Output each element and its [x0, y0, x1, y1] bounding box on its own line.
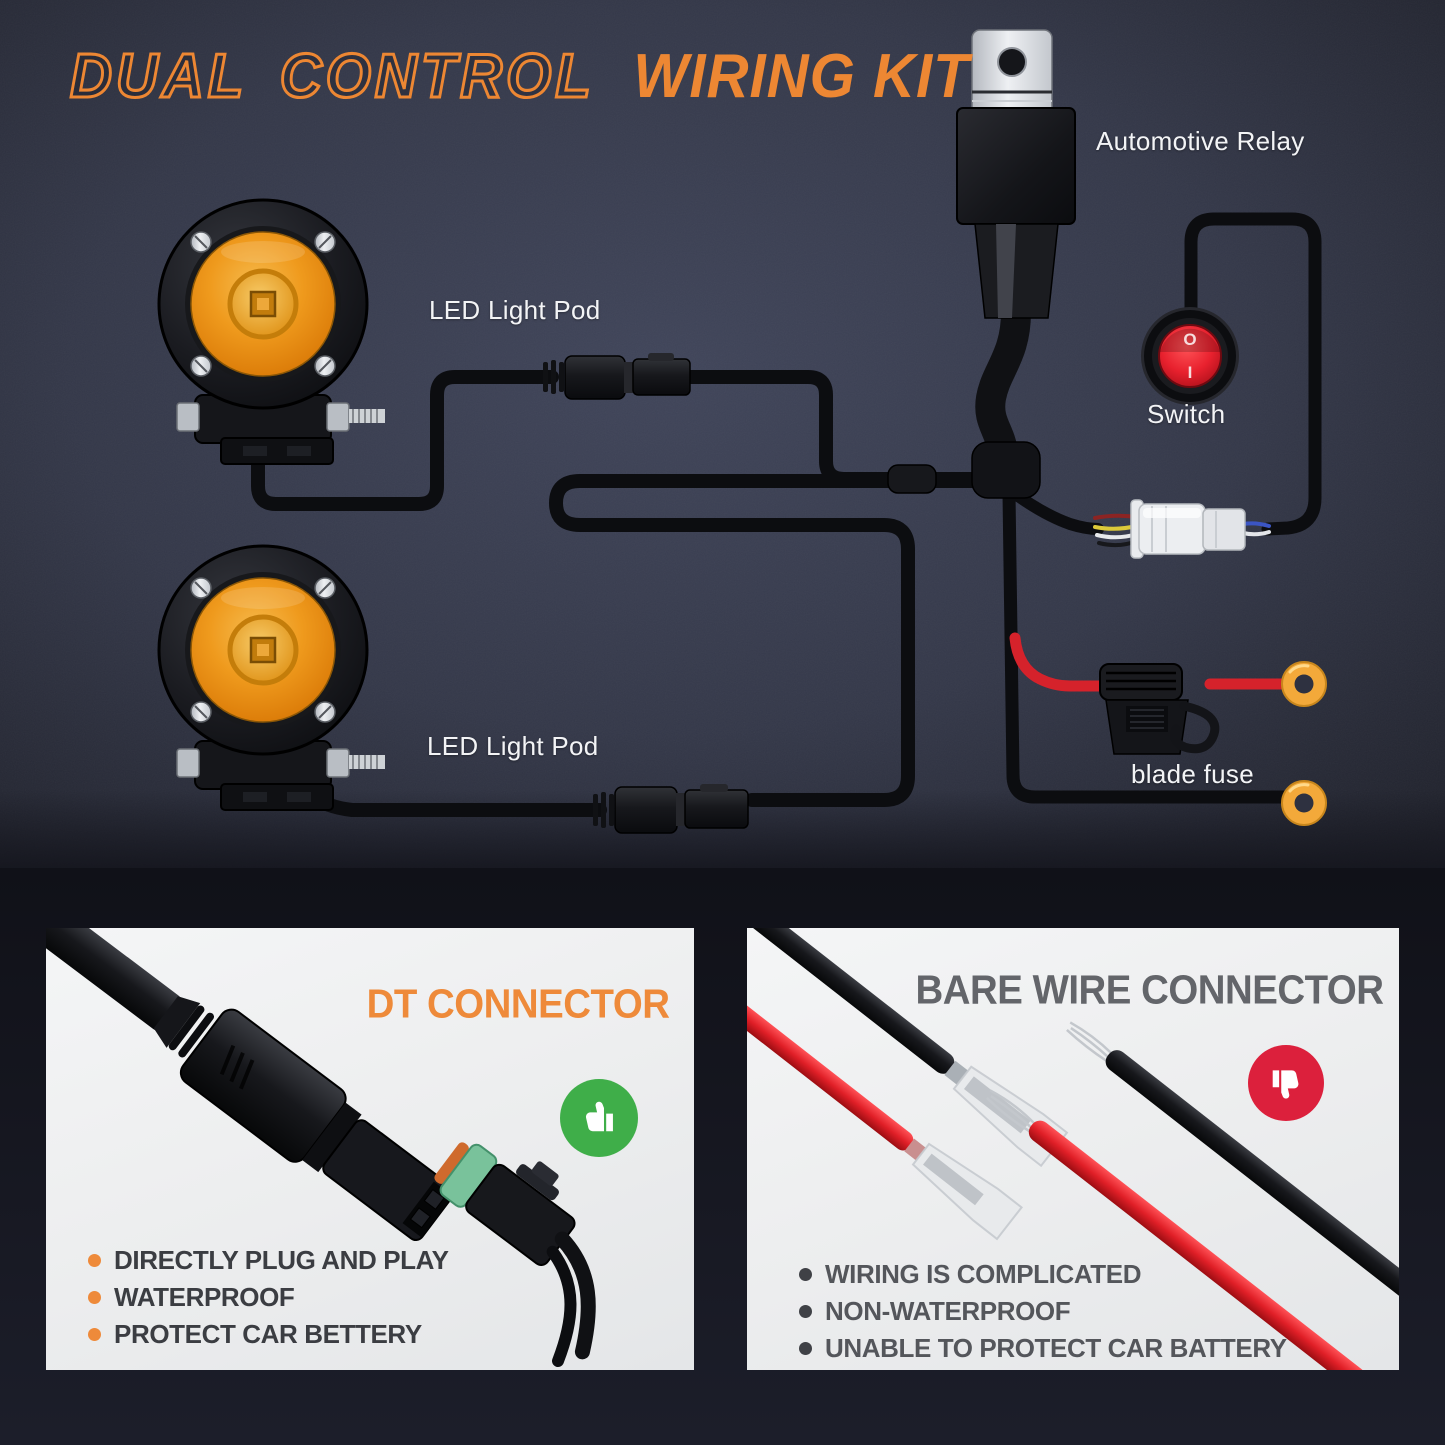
switch-on-marking: I [1188, 363, 1193, 382]
headline-solid-text: WIRING KIT [633, 40, 970, 111]
thumbs-down-icon [1248, 1045, 1324, 1121]
bullet-text: NON-WATERPROOF [825, 1296, 1071, 1326]
wire-loop-pod2 [549, 474, 993, 807]
bare-wire-art [747, 928, 1399, 1370]
inline-connector-top [543, 353, 691, 400]
relay-label: Automotive Relay [1096, 126, 1305, 156]
inline-connector-bottom [593, 784, 749, 834]
wire-switch-loop [1184, 212, 1322, 536]
bare-red-wire [986, 1089, 1366, 1370]
bullet-text: WIRING IS COMPLICATED [825, 1259, 1142, 1289]
mount-screw [349, 409, 385, 423]
automotive-relay [956, 29, 1076, 499]
ring-terminal-ground [1281, 780, 1327, 826]
rocker-switch: O I [1141, 307, 1239, 405]
dt-panel-title: DT CONNECTOR [366, 982, 669, 1027]
ring-terminal-positive [1281, 661, 1327, 707]
wire-ground [1002, 487, 1291, 804]
mount-screw [349, 755, 385, 769]
led-pod-top [157, 198, 385, 465]
bullet-text: WATERPROOF [114, 1282, 295, 1312]
wire-relay-to-connector [1004, 484, 1104, 535]
bullet-dot-icon [799, 1268, 812, 1281]
list-item: NON-WATERPROOF [799, 1293, 1287, 1330]
bare-black-wire [1066, 1021, 1399, 1306]
dt-connector-panel: DT CONNECTOR DIRECTLY PLUG AND PLAY WATE… [46, 928, 694, 1370]
led-pod-top-label: LED Light Pod [429, 295, 601, 325]
dt-bullet-list: DIRECTLY PLUG AND PLAY WATERPROOF PROTEC… [88, 1242, 449, 1353]
red-wire-spade [747, 983, 1024, 1241]
bare-bullet-list: WIRING IS COMPLICATED NON-WATERPROOF UNA… [799, 1256, 1287, 1367]
bullet-text: DIRECTLY PLUG AND PLAY [114, 1245, 449, 1275]
bullet-dot-icon [799, 1305, 812, 1318]
wiring-diagram: O I [0, 0, 1445, 880]
led-pod-bottom [157, 544, 385, 811]
relay-cable [975, 297, 1031, 467]
dt-female-connector [434, 1142, 596, 1367]
bullet-dot-icon [88, 1291, 101, 1304]
wire-harness [251, 212, 1322, 817]
bare-wire-panel: BARE WIRE CONNECTOR WIRING IS COMPLICATE… [747, 928, 1399, 1370]
switch-off-marking: O [1183, 330, 1196, 349]
bullet-text: UNABLE TO PROTECT CAR BATTERY [825, 1333, 1287, 1363]
list-item: WATERPROOF [88, 1279, 449, 1316]
switch-label: Switch [1147, 399, 1226, 429]
blade-fuse-label: blade fuse [1131, 759, 1254, 789]
dt-connector-art [46, 928, 596, 1367]
list-item: PROTECT CAR BETTERY [88, 1316, 449, 1353]
wire-pod1 [251, 370, 559, 511]
bullet-dot-icon [799, 1342, 812, 1355]
bullet-dot-icon [88, 1254, 101, 1267]
bullet-text: PROTECT CAR BETTERY [114, 1319, 422, 1349]
list-item: WIRING IS COMPLICATED [799, 1256, 1287, 1293]
bullet-dot-icon [88, 1328, 101, 1341]
quick-connect-plug [1130, 499, 1246, 559]
wire-red-fuse [1009, 632, 1110, 692]
led-pod-bottom-label: LED Light Pod [427, 731, 599, 761]
headline-outline-text: DUAL CONTROL [69, 40, 595, 112]
list-item: DIRECTLY PLUG AND PLAY [88, 1242, 449, 1279]
fuse-holder [1099, 663, 1220, 755]
list-item: UNABLE TO PROTECT CAR BATTERY [799, 1330, 1287, 1367]
headline: DUAL CONTROL WIRING KIT [69, 40, 970, 112]
thumbs-up-icon [560, 1079, 638, 1157]
bare-panel-title: BARE WIRE CONNECTOR [915, 968, 1385, 1013]
